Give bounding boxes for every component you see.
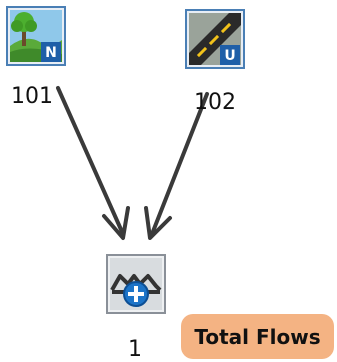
node-102[interactable]: U bbox=[185, 9, 245, 69]
node-102-label: 102 bbox=[194, 90, 236, 115]
nature-landscape-icon: N bbox=[6, 6, 66, 66]
add-flows-icon bbox=[106, 254, 166, 314]
arrow-101-to-1 bbox=[56, 86, 125, 236]
arrowhead-101-to-1 bbox=[102, 206, 130, 240]
node-102-letter: U bbox=[224, 48, 235, 64]
urban-road-icon: U bbox=[185, 9, 245, 69]
node-1-label: 1 bbox=[128, 337, 142, 362]
node-101[interactable]: N bbox=[6, 6, 66, 66]
arrow-102-to-1 bbox=[150, 92, 209, 236]
total-flows-text: Total Flows bbox=[194, 324, 321, 349]
node-101-label: 101 bbox=[11, 84, 53, 109]
node-1[interactable] bbox=[106, 254, 166, 314]
total-flows-badge: Total Flows bbox=[181, 314, 334, 359]
arrowhead-102-to-1 bbox=[144, 206, 172, 240]
node-101-letter: N bbox=[45, 45, 57, 61]
